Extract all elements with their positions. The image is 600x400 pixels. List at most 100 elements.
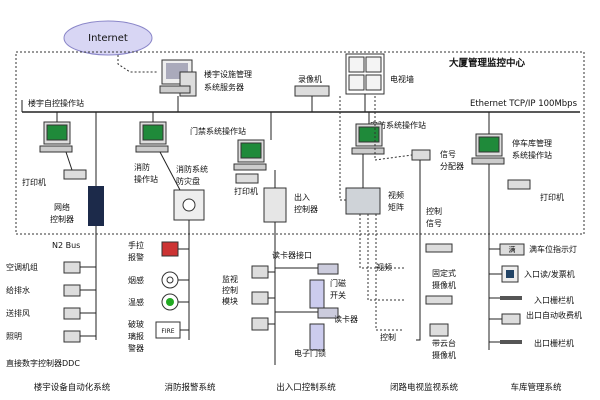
entry-controller-label-2: 控制器: [294, 204, 318, 214]
bas-printer: [63, 169, 87, 180]
access-workstation: [233, 139, 267, 171]
parking-workstation-label-1: 停车库管理: [512, 138, 552, 148]
fire-devices: 手拉 报警 烟感 温感 破玻 璃报 警器 FIRE: [128, 240, 189, 353]
fire-workstation-label-1: 消防: [134, 162, 150, 172]
ptz-camera-label-2: 摄像机: [432, 350, 456, 360]
ptz-camera-label-1: 带云台: [432, 338, 456, 348]
tvwall-link: [374, 96, 413, 161]
network-controller-label-1: 网络: [54, 202, 70, 212]
fixed-camera-label-2: 摄像机: [432, 280, 456, 290]
section-bas: 楼宇设备自动化系统: [34, 382, 111, 393]
full-sign: 满: [509, 245, 516, 254]
video-matrix-label-2: 矩阵: [388, 202, 404, 212]
access-printer-label: 打印机: [234, 186, 258, 196]
center-title: 大厦管理监控中心: [449, 57, 526, 69]
ddc-label: 直接数字控制器DDC: [6, 358, 80, 368]
fire-workstation: [135, 121, 169, 153]
ddc-item-water: 给排水: [6, 285, 30, 295]
recorder-link: [339, 96, 346, 201]
ethernet-label: Ethernet TCP/IP 100Mbps: [470, 99, 578, 109]
fire-manual-1: 手拉: [128, 240, 144, 250]
mag-switch-label-1: 门磁: [330, 278, 346, 288]
bas-workstation: [39, 121, 73, 153]
fire-glass-1: 破玻: [128, 319, 144, 329]
full-light-label: 满车位指示灯: [529, 244, 577, 254]
door-lock-label: 电子门锁: [294, 348, 326, 358]
fixed-camera-label-1: 固定式: [432, 268, 456, 278]
module-label-1: 监视: [222, 274, 238, 284]
section-access: 出入口控制系统: [276, 382, 336, 393]
section-parking: 车库管理系统: [510, 382, 562, 393]
server-label-2: 系统服务器: [204, 82, 244, 92]
ddc-list: 空调机组 给排水 送排风 照明: [6, 261, 96, 343]
module-label-2: 控制: [222, 285, 238, 295]
network-controller-label-2: 控制器: [50, 214, 74, 224]
ddc-item-ventilation: 送排风: [6, 308, 30, 318]
control-center-border: [15, 51, 585, 235]
section-cctv: 闭路电视监视系统: [390, 382, 459, 393]
cctv-video-line-3: [375, 214, 404, 331]
cctv-video-line-2: [367, 214, 404, 301]
tv-wall-label: 电视墙: [390, 74, 414, 84]
fire-smoke: 烟感: [128, 275, 144, 285]
exit-fee-label: 出口自动收费机: [526, 310, 582, 320]
fire-button-text: FIRE: [161, 328, 174, 335]
fire-heat: 温感: [128, 297, 144, 307]
cctv-control-line: [416, 160, 421, 341]
internet-label: Internet: [88, 33, 128, 44]
access-devices: 读卡器接口 监视 控制 模块 门磁 开关 读卡器 电子门锁: [222, 250, 358, 358]
section-titles: 楼宇设备自动化系统 消防报警系统 出入口控制系统 闭路电视监视系统 车库管理系统: [34, 382, 562, 393]
bas-printer-label: 打印机: [22, 177, 46, 187]
access-printer: [235, 173, 259, 184]
entry-barrier-label: 入口栅栏机: [534, 295, 574, 305]
cctv-control-label: 控制: [380, 332, 396, 342]
signal-distributor-label-2: 分配器: [440, 162, 464, 171]
recorder-label: 录像机: [298, 74, 322, 84]
parking-printer-label: 打印机: [540, 192, 564, 202]
security-workstation: [351, 123, 385, 155]
card-reader-label: 读卡器: [334, 314, 358, 324]
fire-glass-2: 璃报: [128, 331, 144, 341]
signal-distributor: [411, 149, 431, 161]
video-matrix-label-1: 视频: [388, 190, 404, 200]
card-interface-label: 读卡器接口: [272, 250, 312, 260]
cctv-video-line-1: [359, 214, 404, 269]
fire-manual-2: 报警: [128, 252, 144, 262]
security-workstation-label: 安防系统操作站: [370, 120, 426, 130]
internet-link: [117, 55, 158, 73]
entry-reader-label: 入口读/发票机: [524, 269, 575, 279]
server-label-1: 楼宇设施管理: [204, 69, 252, 79]
fire-panel: [173, 189, 205, 221]
ddc-item-ac: 空调机组: [6, 262, 38, 272]
parking-workstation-label-2: 系统操作站: [512, 150, 552, 160]
module-label-3: 模块: [222, 296, 238, 306]
parking-printer: [507, 179, 531, 190]
parking-workstation: [471, 133, 505, 165]
ddc-item-lighting: 照明: [6, 332, 22, 341]
cctv-cameras: 固定式 摄像机 带云台 摄像机: [425, 243, 456, 360]
fire-workstation-label-2: 操作站: [134, 174, 158, 184]
entry-controller-label-1: 出入: [294, 192, 310, 202]
video-matrix: [345, 187, 381, 215]
control-signal-label-2: 信号: [426, 218, 442, 228]
tv-wall-icon: [345, 53, 385, 95]
recorder-icon: [294, 85, 330, 97]
fire-glass-3: 警器: [128, 343, 144, 353]
entry-controller: [263, 187, 287, 223]
control-signal-label-1: 控制: [426, 206, 442, 216]
internet-cloud: Internet: [63, 20, 153, 56]
signal-distributor-label-1: 信号: [440, 149, 456, 159]
facility-server: [159, 59, 197, 97]
network-controller-cabinet: [88, 186, 104, 226]
access-workstation-label: 门禁系统操作站: [190, 126, 246, 136]
parking-devices: 满 满车位指示灯 入口读/发票机 入口栅栏机 出口自动收费机 出口栅栏机: [489, 243, 582, 348]
section-fire: 消防报警系统: [164, 382, 216, 393]
cctv-video-label: 视频: [376, 262, 392, 272]
exit-barrier-label: 出口栅栏机: [534, 338, 574, 348]
bas-workstation-label: 楼宇自控操作站: [28, 98, 84, 108]
n2-bus-label: N2 Bus: [52, 241, 80, 250]
fire-panel-label-1: 消防系统: [176, 164, 208, 174]
fire-panel-label-2: 防灾盘: [176, 176, 200, 186]
mag-switch-label-2: 开关: [330, 290, 346, 300]
